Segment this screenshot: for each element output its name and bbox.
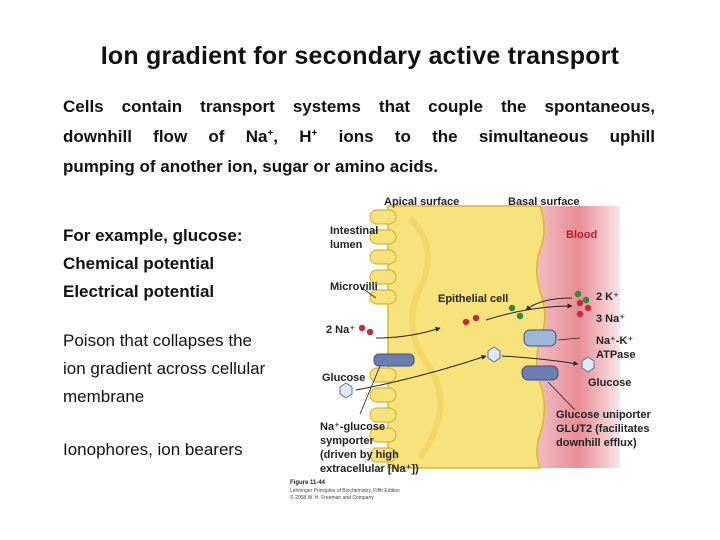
blood-label: Blood — [566, 229, 597, 241]
glucose-exit-arrow — [501, 355, 579, 366]
symporter-label: (driven by high — [320, 449, 399, 461]
uniporter-label: GLUT2 (facilitates — [556, 423, 650, 435]
symporter-pointer — [359, 365, 381, 415]
figure-caption: Lehninger Principles of Biochemistry, Fi… — [290, 488, 400, 494]
symporter-label: Na⁺-glucose — [320, 421, 385, 433]
poison-line: ion gradient across cellular — [63, 359, 266, 378]
intestinal-lumen-label: Intestinal — [330, 225, 378, 237]
sodium-ion — [462, 318, 470, 326]
sodium-ion — [584, 304, 592, 312]
symporter-label: symporter — [320, 435, 375, 447]
secondary-transport-figure: Apical surface Basal surface Intestinal … — [290, 196, 651, 501]
example-line: Chemical potential — [63, 254, 215, 273]
example-block: For example, glucose: Chemical potential… — [63, 222, 243, 306]
na-glucose-symporter — [373, 353, 415, 367]
epithelial-cell-label: Epithelial cell — [438, 293, 508, 305]
potassium-ion — [574, 290, 582, 298]
poison-line: membrane — [63, 387, 145, 406]
figure-caption: © 2008 W. H. Freeman and Company — [290, 494, 374, 501]
intro-line-3: pumping of another ion, sugar or amino a… — [63, 157, 438, 176]
uniporter-label: Glucose uniporter — [556, 409, 651, 421]
na-k-atpase — [523, 329, 557, 347]
microvilli-pointer — [361, 287, 377, 299]
intro-line-2: downhill flow of Na+, H+ ions to the sim… — [63, 127, 655, 146]
two-na-label: 2 Na⁺ — [326, 324, 355, 336]
glucose-molecule — [339, 382, 353, 399]
apical-surface-label: Apical surface — [384, 196, 459, 208]
symporter-label: extracellular [Na⁺]) — [320, 463, 419, 475]
example-line: For example, glucose: — [63, 226, 243, 245]
sodium-ion — [358, 324, 366, 332]
glucose-molecule — [487, 346, 501, 363]
page-title: Ion gradient for secondary active transp… — [100, 42, 620, 70]
sodium-ion — [576, 299, 584, 307]
cell-highlight — [407, 215, 444, 460]
glucose-blood-label: Glucose — [588, 377, 631, 389]
glucose-entry-arrow — [355, 355, 487, 391]
three-na-label: 3 Na⁺ — [596, 313, 625, 325]
atpase-pointer — [557, 337, 581, 341]
uniporter-label: downhill efflux) — [556, 437, 637, 449]
sodium-ion — [576, 310, 584, 318]
intestinal-lumen-label: lumen — [330, 239, 363, 251]
poison-line: Poison that collapses the — [63, 331, 253, 350]
sodium-entry-arrow — [375, 327, 441, 339]
glucose-molecule — [581, 356, 595, 373]
ionophores-text: Ionophores, ion bearers — [63, 440, 243, 459]
poison-block: Poison that collapses the ion gradient a… — [63, 327, 265, 411]
na-k-atpase-label: ATPase — [596, 349, 636, 361]
intro-line-1: Cells contain transport systems that cou… — [63, 97, 655, 116]
sodium-ion — [366, 328, 374, 336]
potassium-pump-arrow — [525, 297, 573, 311]
potassium-ion — [516, 312, 524, 320]
microvilli-label: Microvilli — [330, 281, 378, 293]
na-k-atpase-label: Na⁺-K⁺ — [596, 335, 633, 347]
microvilli — [369, 209, 397, 463]
intro-paragraph: Cells contain transport systems that cou… — [63, 92, 655, 182]
basal-surface-label: Basal surface — [508, 196, 580, 208]
sodium-ion — [472, 314, 480, 322]
two-k-label: 2 K⁺ — [596, 291, 619, 303]
uniporter-pointer — [547, 381, 576, 411]
potassium-ion — [582, 296, 590, 304]
glucose-lumen-label: Glucose — [322, 372, 365, 384]
example-line: Electrical potential — [63, 282, 215, 301]
glut2-uniporter — [521, 365, 559, 381]
potassium-ion — [508, 304, 516, 312]
figure-number: Figure 11-44 — [290, 480, 326, 486]
